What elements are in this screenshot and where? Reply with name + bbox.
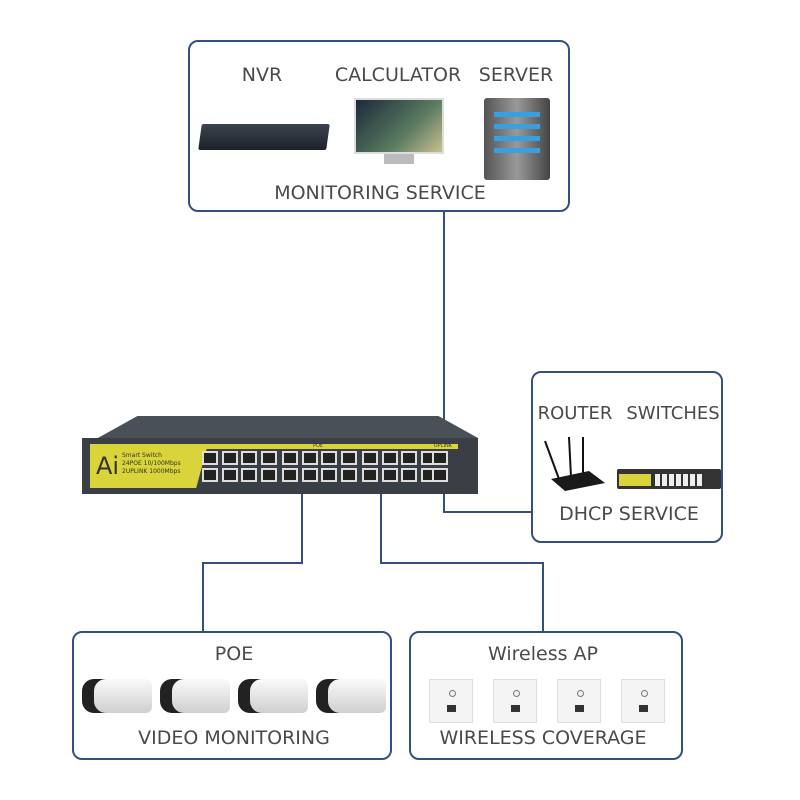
wireless-ap-icon [557, 679, 601, 723]
poe-port[interactable] [221, 451, 238, 465]
camera-icon [238, 679, 308, 713]
dhcp-service-box: ROUTER SWITCHES DHCP SERVICE [531, 371, 723, 543]
router-icon [544, 436, 605, 491]
poe-heading: POE [214, 643, 254, 665]
poe-port[interactable] [241, 468, 257, 482]
poe-port[interactable] [340, 451, 357, 465]
server-label: SERVER [478, 64, 554, 86]
poe-port[interactable] [321, 468, 337, 482]
switch-poe-spec: 24POE 10/100Mbps [122, 460, 181, 467]
poe-port[interactable] [202, 451, 218, 465]
uplink-port-label: UPLINK [428, 444, 458, 449]
poe-to-ap-line [380, 490, 544, 632]
poe-port-label: POE [200, 444, 436, 449]
video-monitoring-box: POE VIDEO MONITORING [72, 631, 392, 760]
poe-port[interactable] [301, 451, 318, 465]
calculator-label: CALCULATOR [334, 64, 462, 86]
poe-switch: Ai Smart Switch 24POE 10/100Mbps 2UPLINK… [82, 416, 478, 494]
uplink-to-monitoring-line [443, 212, 533, 513]
poe-port[interactable] [362, 468, 378, 482]
poe-port[interactable] [260, 451, 277, 465]
poe-port[interactable] [282, 468, 298, 482]
poe-port[interactable] [221, 468, 238, 482]
switches-label: SWITCHES [626, 403, 720, 424]
poe-to-cameras-line [202, 490, 303, 632]
poe-port[interactable] [401, 451, 417, 465]
switch-uplink-spec: 2UPLINK 1000Mbps [122, 468, 181, 475]
switch-model: Smart Switch [122, 452, 162, 459]
wireless-coverage-title: WIRELESS COVERAGE [439, 727, 647, 749]
poe-port[interactable] [202, 468, 218, 482]
monitoring-service-box: NVR CALCULATOR SERVER MONITORING SERVICE [188, 40, 570, 212]
poe-port[interactable] [381, 451, 398, 465]
poe-port[interactable] [301, 468, 318, 482]
dhcp-service-title: DHCP SERVICE [559, 503, 699, 525]
camera-icon [160, 679, 230, 713]
poe-port[interactable] [282, 451, 298, 465]
wireless-ap-icon [621, 679, 665, 723]
nvr-label: NVR [241, 64, 283, 86]
video-monitoring-title: VIDEO MONITORING [138, 727, 330, 749]
poe-port[interactable] [340, 468, 357, 482]
switch-icon [617, 469, 721, 489]
poe-port[interactable] [362, 451, 378, 465]
wireless-coverage-box: Wireless AP WIRELESS COVERAGE [409, 631, 683, 760]
wireless-ap-icon [493, 679, 537, 723]
poe-port[interactable] [241, 451, 257, 465]
server-icon [484, 98, 550, 180]
switch-logo: Ai [96, 452, 120, 480]
camera-icon [82, 679, 152, 713]
monitoring-service-title: MONITORING SERVICE [274, 182, 486, 204]
poe-port[interactable] [381, 468, 398, 482]
uplink-port[interactable] [432, 468, 448, 482]
poe-port[interactable] [260, 468, 277, 482]
camera-icon [316, 679, 386, 713]
computer-monitor-icon [354, 98, 444, 168]
router-label: ROUTER [537, 403, 613, 424]
wireless-ap-icon [429, 679, 473, 723]
poe-port[interactable] [321, 451, 337, 465]
nvr-icon [198, 124, 330, 150]
poe-port[interactable] [401, 468, 417, 482]
uplink-port[interactable] [432, 451, 448, 465]
wireless-ap-heading: Wireless AP [488, 643, 598, 665]
